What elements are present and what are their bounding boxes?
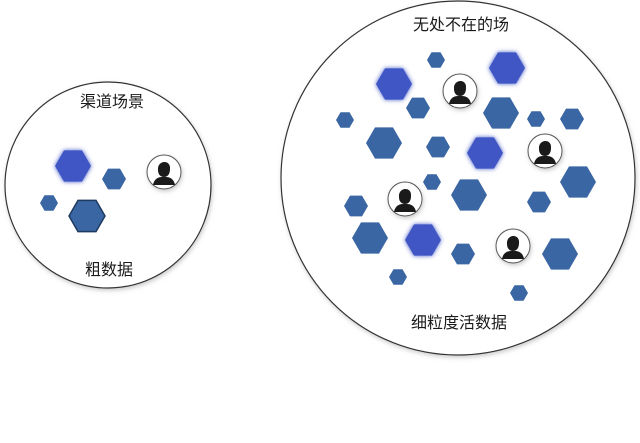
hexagon-icon [542,238,578,270]
hexagon-icon [352,222,388,254]
hexagon-icon [560,166,596,198]
right-circle-group: 无处不在的场 细粒度活数据 [280,0,636,356]
hexagon-icon [366,127,402,159]
hexagon-icon [406,97,430,119]
hexagon-icon [483,97,519,129]
right-circle-title: 无处不在的场 [413,15,509,34]
user-icon [527,133,563,169]
user-icon [442,73,478,109]
hexagon-icon [527,191,551,213]
hexagon-icon [405,224,441,256]
hexagon-icon [489,52,525,84]
user-icon [495,228,531,264]
hexagon-icon [467,137,503,169]
hexagon-icon [389,269,407,285]
hexagon-icon [451,243,475,265]
hexagon-icon [40,195,58,211]
user-icon [146,154,182,190]
hexagon-icon [560,108,584,130]
user-icon [387,181,423,217]
hexagon-icon [427,52,445,68]
hexagon-icon [55,150,91,182]
left-circle-group: 渠道场景 粗数据 [4,81,212,289]
hexagon-icon [68,199,106,233]
right-circle [280,0,636,356]
hexagon-icon [102,168,126,190]
hexagon-icon [336,112,354,128]
hexagon-icon [423,174,441,190]
left-circle-title: 渠道场景 [80,92,144,111]
hexagon-icon [510,285,528,301]
hexagon-icon [426,136,450,158]
hexagon-icon [451,179,487,211]
hexagon-icon [376,68,412,100]
hexagon-icon [527,111,545,127]
left-circle-caption: 粗数据 [85,260,133,279]
hexagon-icon [344,195,368,217]
right-circle-caption: 细粒度活数据 [411,313,507,332]
